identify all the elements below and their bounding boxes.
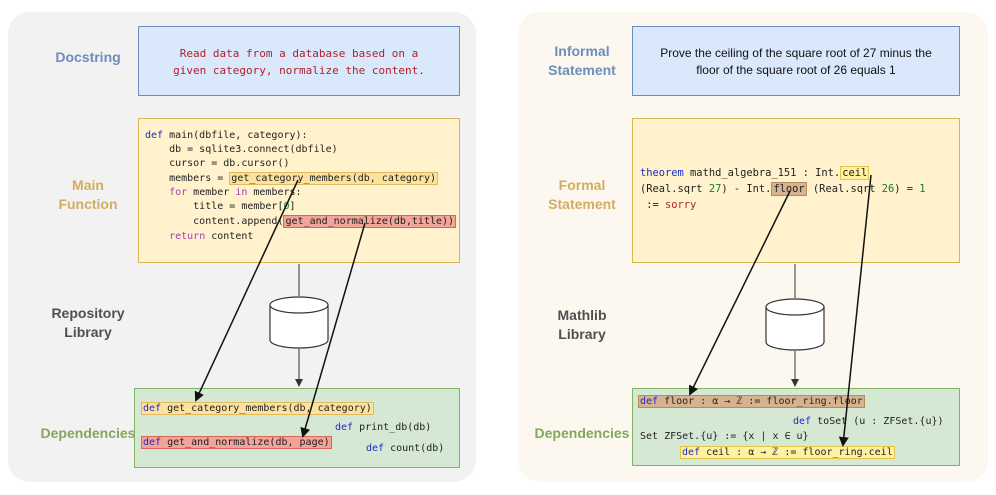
main-function-box xyxy=(138,118,460,263)
highlight-get-category-members-call: get_category_members(db, category) xyxy=(229,172,438,185)
informal-statement-box: Prove the ceiling of the square root of … xyxy=(632,26,960,96)
docstring-text: Read data from a database based on a giv… xyxy=(173,47,425,77)
dep-toset-body: Set ZFSet.{u} := {x | x ∈ u} xyxy=(640,431,809,442)
repository-database-icon xyxy=(269,296,329,349)
docstring-box: Read data from a database based on a giv… xyxy=(138,26,460,96)
main-function-label: Main Function xyxy=(58,177,118,212)
main-code-line-8: return content xyxy=(169,231,254,242)
dep-toset: def toSet (u : ZFSet.{u}) xyxy=(793,416,944,427)
dep-ceil: def ceil : α → ℤ := floor_ring.ceil xyxy=(680,446,895,459)
highlight-get-and-normalize-call: get_and_normalize(db,title)) xyxy=(283,215,457,228)
arrow-to-ceil xyxy=(838,174,872,447)
right-dependencies-label: Dependencies xyxy=(534,425,630,441)
keyword: return xyxy=(169,231,206,242)
keyword: in xyxy=(235,187,248,198)
mathlib-database-icon xyxy=(765,298,825,351)
arrow-to-get-and-normalize xyxy=(300,222,366,438)
docstring-label: Docstring xyxy=(55,49,121,65)
highlight-ceil: ceil xyxy=(840,166,870,180)
dep-count: def count(db) xyxy=(366,443,445,454)
formal-line-1: theorem mathd_algebra_151 : Int.ceil xyxy=(640,166,870,180)
mathlib-library-label: Mathlib Library xyxy=(557,307,607,342)
informal-statement-text: Prove the ceiling of the square root of … xyxy=(660,46,932,77)
dep-print-db: def print_db(db) xyxy=(335,422,432,433)
arrow-to-floor xyxy=(689,190,791,396)
formal-line-3: := sorry xyxy=(640,199,697,211)
main-code-line-3: cursor = db.cursor() xyxy=(145,158,290,169)
left-dependencies-label: Dependencies xyxy=(40,425,136,441)
arrow-to-get-category-members xyxy=(194,179,299,402)
formal-statement-label: Formal Statement xyxy=(548,177,616,212)
keyword: def xyxy=(145,130,164,141)
main-code-line-5: for member in members: xyxy=(169,187,302,198)
main-code-line-2: db = sqlite3.connect(dbfile) xyxy=(145,144,338,155)
left-dependencies-box xyxy=(134,388,460,468)
main-code-line-4: members = get_category_members(db, categ… xyxy=(145,172,438,185)
formal-line-2: (Real.sqrt 27) - Int.floor (Real.sqrt 26… xyxy=(640,182,926,196)
keyword: for xyxy=(169,187,188,198)
highlight-floor: floor xyxy=(771,182,807,196)
dep-floor: def floor : α → ℤ := floor_ring.floor xyxy=(638,395,865,408)
dep-get-and-normalize: def get_and_normalize(db, page) xyxy=(141,436,332,449)
main-code-line-7: content.append(get_and_normalize(db,titl… xyxy=(145,215,457,228)
repository-library-label: Repository Library xyxy=(51,305,125,340)
dep-get-category-members: def get_category_members(db, category) xyxy=(141,402,374,415)
informal-statement-label: Informal Statement xyxy=(548,43,616,78)
main-code-line-1: def main(dbfile, category): xyxy=(145,130,308,141)
